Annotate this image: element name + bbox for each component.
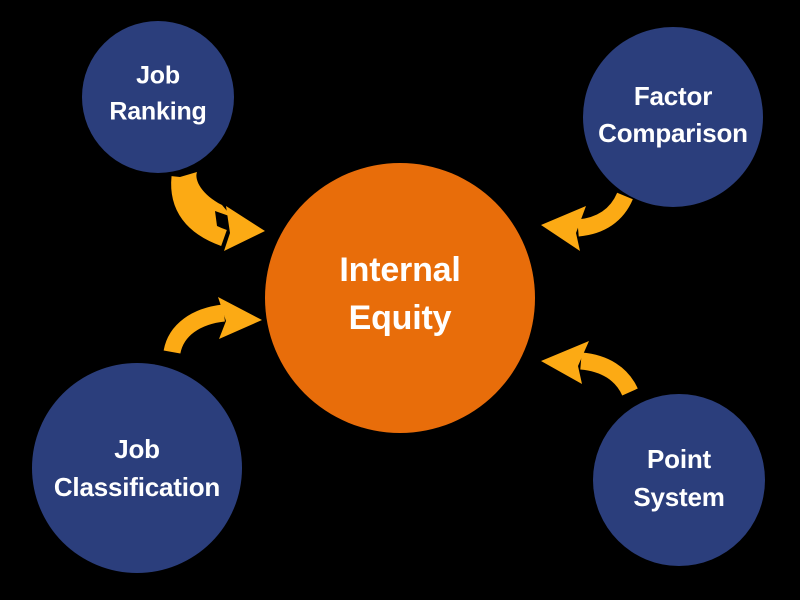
node-factor-comparison[interactable]: Factor Comparison	[583, 27, 763, 207]
factor-comparison-label-line2: Comparison	[598, 118, 748, 148]
job-ranking-label-line1: Job	[136, 62, 180, 90]
job-classification-label-line2: Classification	[54, 472, 220, 502]
job-ranking-circle[interactable]	[82, 21, 234, 173]
job-classification-circle[interactable]	[32, 363, 242, 573]
arrow-job-ranking-to-center	[171, 172, 265, 251]
point-system-label-line1: Point	[647, 444, 712, 474]
node-internal-equity[interactable]: Internal Equity	[265, 163, 535, 433]
point-system-label-line2: System	[633, 482, 724, 512]
internal-equity-circle[interactable]	[265, 163, 535, 433]
node-job-classification[interactable]: Job Classification	[32, 363, 242, 573]
arrow-group	[163, 172, 638, 396]
job-ranking-label-line2: Ranking	[109, 98, 206, 126]
job-classification-label-line1: Job	[114, 434, 160, 464]
node-job-ranking[interactable]: Job Ranking	[82, 21, 234, 173]
factor-comparison-circle[interactable]	[583, 27, 763, 207]
point-system-circle[interactable]	[593, 394, 765, 566]
internal-equity-label-line2: Equity	[349, 299, 452, 337]
arrow-job-classification-to-center	[163, 297, 262, 355]
node-point-system[interactable]: Point System	[593, 394, 765, 566]
internal-equity-label-line1: Internal	[339, 251, 460, 289]
factor-comparison-label-line1: Factor	[634, 81, 712, 111]
arrow-factor-comparison-to-center	[541, 192, 633, 251]
arrow-point-system-to-center	[541, 341, 638, 396]
